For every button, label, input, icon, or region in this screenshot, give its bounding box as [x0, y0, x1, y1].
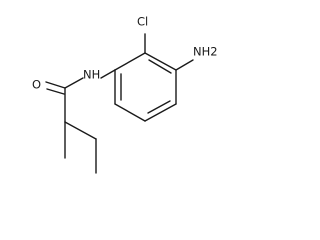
- ring-double-bond-top: [148, 59, 172, 74]
- bond-carbonyl-o-second: [46, 88, 65, 95]
- amide-nh-label: NH: [83, 68, 100, 82]
- bond-ring-nh2: [175, 59, 194, 71]
- bond-nh-carbonyl: [64, 77, 84, 89]
- bond-c1-c2: [114, 52, 146, 71]
- ring-double-bond-bottom: [147, 100, 171, 114]
- structure-canvas: Cl NH2 NH O: [32, 15, 218, 174]
- bond-carbonyl-o: [45, 81, 66, 89]
- benzene-ring: [114, 52, 177, 122]
- bond-alpha-propyl1: [64, 121, 97, 140]
- bond-c5-c6: [114, 103, 146, 122]
- molecule-drawing: Cl NH2 NH O: [32, 15, 218, 174]
- chlorine-label: Cl: [137, 15, 148, 29]
- bond-c4-c5: [144, 103, 177, 122]
- bond-c2-c3: [144, 52, 177, 71]
- bond-ring-nh: [100, 69, 116, 79]
- amine-label: NH2: [193, 45, 218, 59]
- carbonyl-oxygen-label: O: [32, 78, 41, 92]
